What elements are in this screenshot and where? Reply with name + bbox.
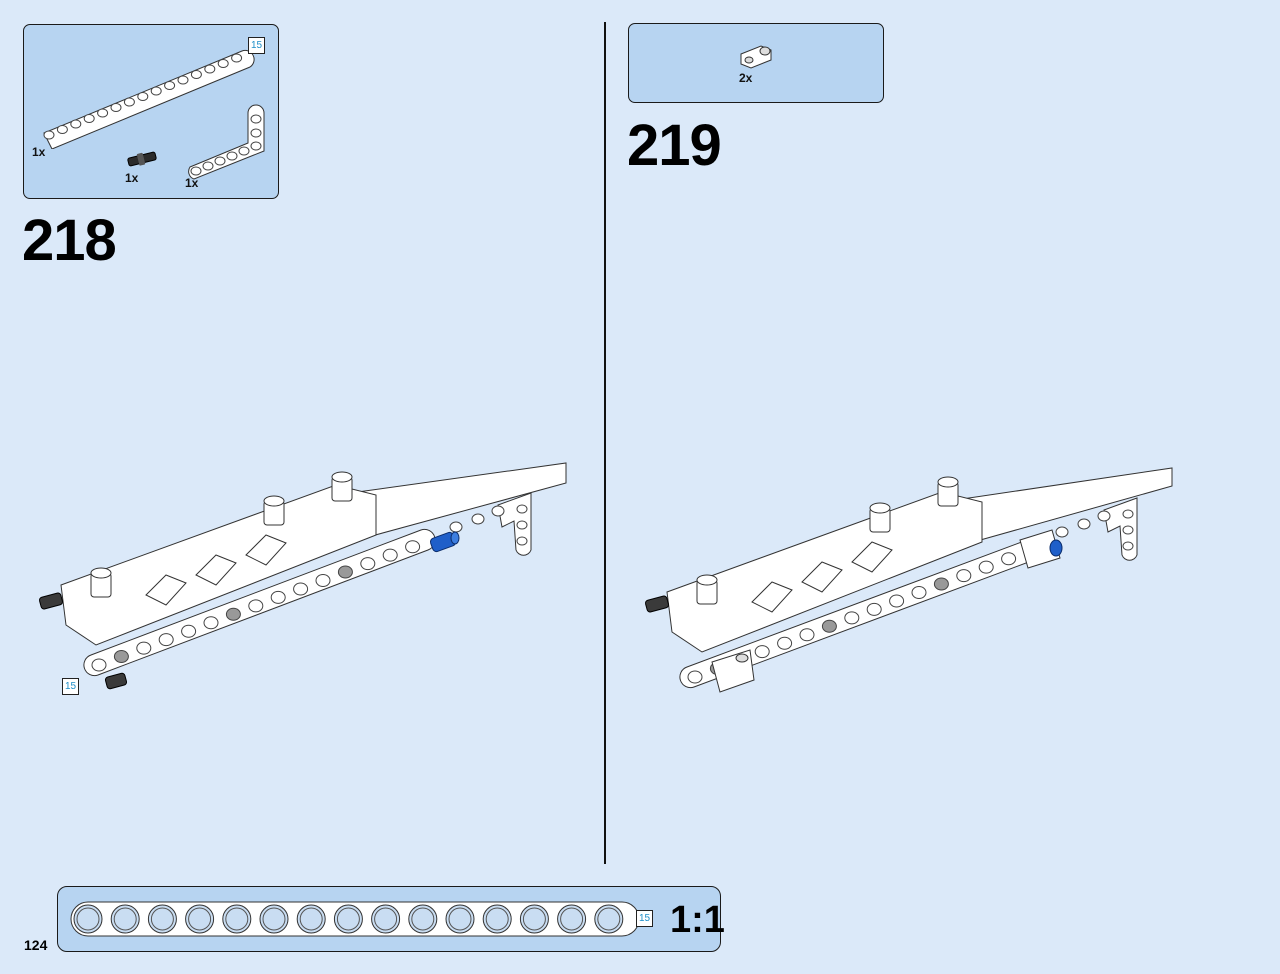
beam-hole xyxy=(248,599,264,613)
ruler-beam-icon xyxy=(70,901,640,937)
beam-hole xyxy=(911,586,927,599)
page-number: 124 xyxy=(24,937,48,953)
beam-hole xyxy=(777,636,793,650)
beam-hole xyxy=(978,560,994,574)
beam-hole xyxy=(799,628,815,642)
beam-hole xyxy=(844,611,860,625)
beam-hole xyxy=(687,670,703,684)
beam-hole xyxy=(97,108,109,118)
beam-hole xyxy=(203,616,219,630)
beam-hole xyxy=(821,619,837,633)
beam-hole xyxy=(754,645,770,659)
ruler-hole-inner xyxy=(560,907,584,931)
length-tag: 15 xyxy=(248,37,265,54)
beam-hole xyxy=(405,540,421,554)
beam-hole xyxy=(1001,552,1017,566)
beam-hole xyxy=(270,590,286,604)
beam-hole xyxy=(204,64,216,74)
beam-hole xyxy=(866,602,882,616)
axle-pin-icon xyxy=(127,151,157,167)
beam-hole xyxy=(123,97,135,107)
beam-hole xyxy=(337,565,353,579)
part-qty-axle-pin: 1x xyxy=(125,171,139,185)
ruler-hole-inner xyxy=(597,907,621,931)
blue-pin-icon xyxy=(429,531,460,553)
beam-hole xyxy=(315,574,331,587)
beam-hole xyxy=(181,624,197,638)
beam-hole xyxy=(382,548,398,562)
ruler-hole-inner xyxy=(150,907,174,931)
beam-hole xyxy=(231,53,243,63)
l-beam-icon xyxy=(188,104,265,180)
ruler-hole-inner xyxy=(411,907,435,931)
model-illustration-219 xyxy=(644,467,1173,693)
beam-hole xyxy=(137,92,149,101)
part-qty-beam: 1x xyxy=(32,145,46,159)
beam-length-ruler: 15 1:1 xyxy=(57,886,725,952)
model-illustration-218 xyxy=(38,462,567,690)
beam-hole xyxy=(83,114,95,123)
ruler-hole-inner xyxy=(336,907,360,931)
beam-15-icon xyxy=(43,49,255,149)
beam-hole xyxy=(150,86,162,96)
part-qty-l-beam: 1x xyxy=(185,176,199,190)
ruler-hole-inner xyxy=(522,907,546,931)
beam-hole xyxy=(190,70,202,79)
ruler-hole-inner xyxy=(374,907,398,931)
beam-hole xyxy=(164,81,176,90)
part-qty-cross-block: 2x xyxy=(739,71,753,85)
beam-hole xyxy=(70,119,82,129)
beam-hole xyxy=(110,103,122,112)
callout-length-tag: 15 xyxy=(62,678,79,695)
step-number-218: 218 xyxy=(22,208,117,273)
beam-hole xyxy=(360,557,376,571)
beam-hole xyxy=(889,594,905,608)
beam-hole xyxy=(113,650,129,664)
ruler-hole-inner xyxy=(485,907,509,931)
parts-callout-218: 1x 1x 1x 15 xyxy=(23,24,279,199)
ruler-hole-inner xyxy=(299,907,323,931)
ruler-hole-inner xyxy=(76,907,100,931)
parts-callout-219: 2x xyxy=(628,23,884,103)
beam-hole xyxy=(933,577,949,591)
ruler-hole-inner xyxy=(225,907,249,931)
cross-block-icon xyxy=(740,45,772,69)
ruler-hole-inner xyxy=(262,907,286,931)
beam-hole xyxy=(91,658,107,672)
beam-hole xyxy=(293,582,309,596)
ruler-hole-inner xyxy=(113,907,137,931)
beam-hole xyxy=(43,130,55,140)
ruler-hole-inner xyxy=(448,907,472,931)
step-number-219: 219 xyxy=(627,113,722,178)
step-divider xyxy=(604,22,606,864)
beam-hole xyxy=(217,59,229,68)
beam-hole xyxy=(177,75,189,85)
beam-hole xyxy=(56,125,68,134)
beam-hole xyxy=(136,641,152,655)
scale-label: 1:1 xyxy=(670,899,725,941)
beam-hole xyxy=(158,633,174,647)
beam-hole xyxy=(225,607,241,621)
ruler-hole-inner xyxy=(188,907,212,931)
beam-hole xyxy=(956,569,972,583)
ruler-length-tag: 15 xyxy=(636,910,653,927)
